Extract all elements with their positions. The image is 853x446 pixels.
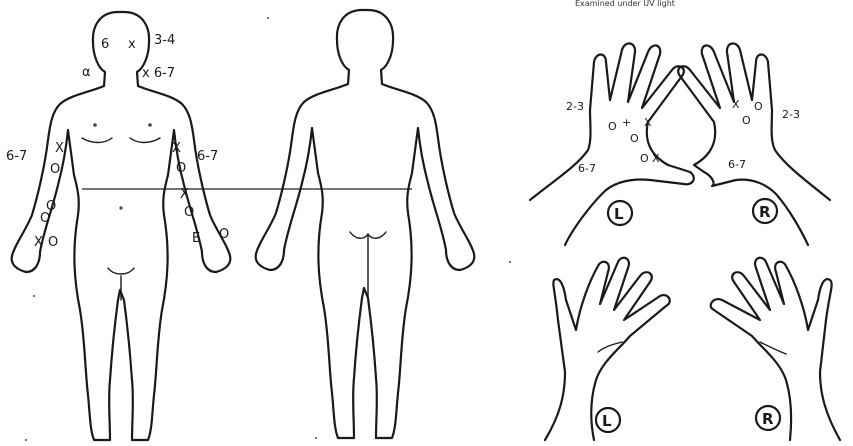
- speck: [509, 261, 511, 263]
- right-arm-mark-4: O: [184, 205, 194, 220]
- left-palm-label: L: [602, 412, 612, 430]
- left-hand-mark-3: O: [630, 132, 639, 145]
- left-pectoral-line: [82, 138, 112, 143]
- header-text: Examined under UV light: [575, 0, 675, 8]
- right-arm-mark-3: X: [180, 187, 189, 202]
- navel: [119, 206, 122, 209]
- mark-face-score: 3-4: [154, 33, 175, 48]
- body-front: [12, 12, 231, 440]
- left-arm-mark-4: O: [46, 199, 56, 214]
- speck: [315, 437, 317, 439]
- speck: [789, 431, 791, 433]
- right-hand-back-label: R: [759, 203, 771, 221]
- right-hand-score-1: 2-3: [782, 108, 800, 121]
- left-arm-mark-1: X: [55, 141, 64, 156]
- body-back: [256, 10, 475, 438]
- left-hand-mark-5: O: [640, 152, 649, 165]
- mark-head-right: x: [128, 37, 136, 52]
- right-hand-score-2: 6-7: [728, 158, 746, 171]
- mark-head-left: 6: [101, 37, 109, 52]
- mark-right-arm-score: 6-7: [197, 149, 218, 164]
- speck: [33, 295, 35, 297]
- right-pectoral-line: [130, 138, 160, 143]
- left-hand-back-label: L: [614, 205, 624, 223]
- scan-noise: [25, 17, 791, 441]
- right-arm-mark-2: O: [176, 161, 186, 176]
- right-hand-mark-1: O: [742, 114, 751, 127]
- left-hand-mark-1: O: [608, 120, 617, 133]
- left-hand-mark-2: +: [622, 116, 631, 129]
- left-arm-mark-2: O: [50, 162, 60, 177]
- right-palm-label: R: [762, 410, 774, 428]
- front-annotations: 6 x α 3-4 x 6-7 6-7 6-7 X O O O X O X O …: [6, 33, 229, 250]
- hands-palm-group: L R: [545, 258, 840, 440]
- left-hand-mark-6: X: [652, 152, 660, 165]
- mark-neck-left: α: [82, 65, 91, 80]
- right-arm-mark-1: X: [172, 141, 181, 156]
- right-arm-mark-6: O: [219, 227, 229, 242]
- left-hand-back-outline: [530, 43, 694, 245]
- front-silhouette: [12, 12, 231, 440]
- groin-line: [108, 268, 134, 274]
- right-hand-mark-2: X: [732, 98, 740, 111]
- mark-neck-score: x 6-7: [142, 66, 175, 81]
- hands-back-group: 2-3 6-7 O + O X O X 2-3 6-7 O X O L R: [530, 43, 830, 245]
- left-hand-score-1: 2-3: [566, 100, 584, 113]
- left-hand-score-2: 6-7: [578, 162, 596, 175]
- mark-left-arm-score: 6-7: [6, 149, 27, 164]
- right-nipple: [148, 123, 152, 127]
- back-silhouette: [256, 10, 475, 438]
- left-arm-mark-6: O: [48, 235, 58, 250]
- left-nipple: [93, 123, 97, 127]
- speck: [25, 439, 27, 441]
- speck: [267, 17, 269, 19]
- right-arm-mark-5: E: [192, 231, 200, 246]
- left-hand-mark-4: X: [644, 116, 652, 129]
- right-hand-mark-3: O: [754, 100, 763, 113]
- left-arm-mark-5: X: [34, 235, 43, 250]
